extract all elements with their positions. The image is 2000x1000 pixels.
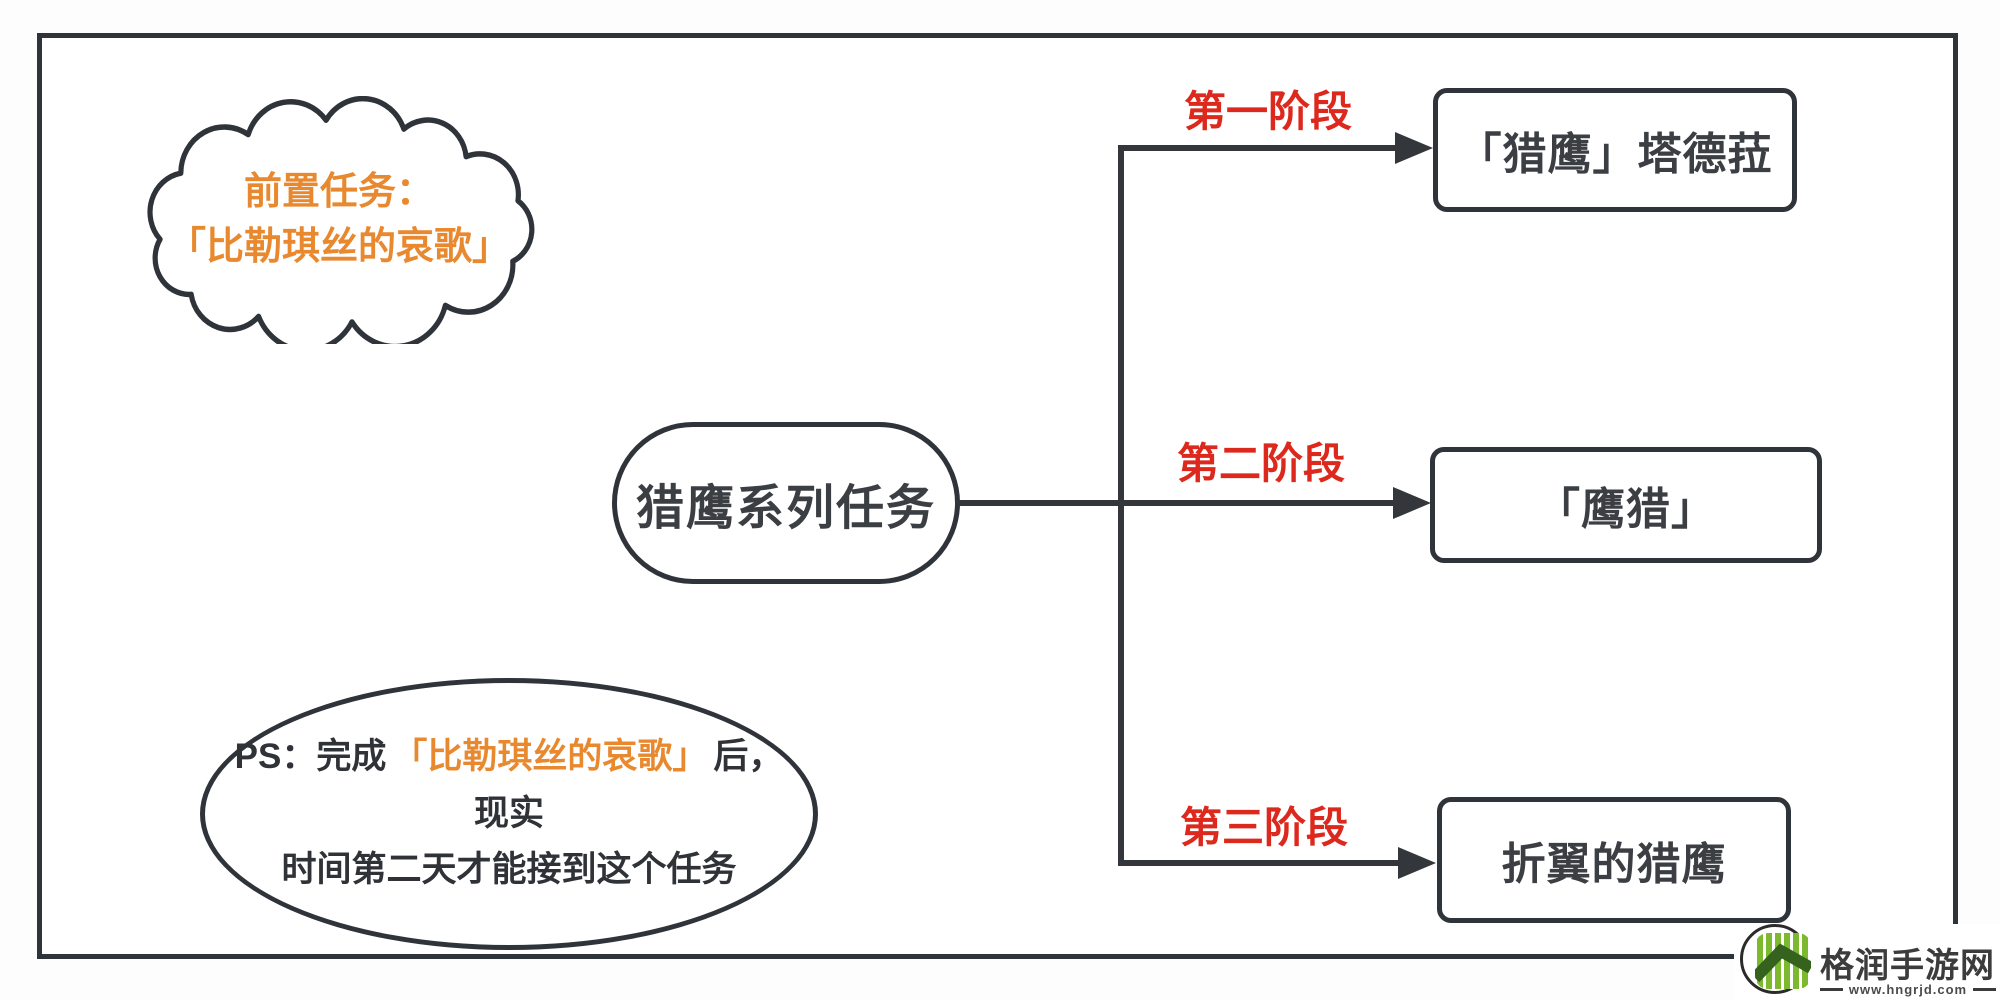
prerequisite-text: 前置任务： 「比勒琪丝的哀歌」: [103, 96, 575, 344]
stage3-quest-box: 折翼的猎鹰: [1437, 797, 1791, 923]
arrow-head-icon: [1393, 487, 1431, 519]
prerequisite-line1: 前置任务：: [243, 170, 434, 213]
stage3-quest-name: 折翼的猎鹰: [1501, 840, 1727, 889]
stage2-quest-box: 「鹰猎」: [1430, 447, 1822, 563]
ps-note-line2: 时间第二天才能接到这个任务: [281, 850, 737, 890]
site-name: 格润手游网: [1820, 947, 1995, 985]
stage1-quest-box: 「猎鹰」塔德菈: [1433, 88, 1797, 212]
arrow-head-icon: [1398, 847, 1436, 879]
divider: [1820, 988, 1843, 991]
site-url: www.hngrjd.com: [1848, 982, 1968, 997]
ps-note-highlight: 「比勒琪丝的哀歌」: [392, 736, 708, 776]
connector-stage3: [1118, 860, 1398, 866]
site-url-row: www.hngrjd.com: [1820, 982, 1996, 997]
stage3-label: 第三阶段: [1179, 804, 1348, 851]
site-watermark: 格润手游网 www.hngrjd.com: [1734, 924, 2000, 1000]
ps-note-ellipse: PS：完成「比勒琪丝的哀歌」后，现实 时间第二天才能接到这个任务: [200, 678, 818, 950]
connector-stage1: [1118, 145, 1396, 151]
prerequisite-cloud: 前置任务： 「比勒琪丝的哀歌」: [103, 96, 575, 344]
stage2-label: 第二阶段: [1176, 440, 1345, 487]
ps-note-line1: PS：完成「比勒琪丝的哀歌」后，现实: [219, 729, 799, 842]
root-quest-node: 猎鹰系列任务: [612, 422, 960, 584]
stage2-quest-name: 「鹰猎」: [1536, 485, 1716, 534]
connector-branch-vertical: [1118, 145, 1124, 866]
ps-note-suffix: 后，现实: [473, 736, 784, 833]
ps-note-prefix: PS：完成: [234, 736, 387, 776]
stage1-label: 第一阶段: [1183, 88, 1352, 135]
arrow-head-icon: [1395, 132, 1433, 164]
connector-main: [955, 500, 1401, 506]
prerequisite-line2: 「比勒琪丝的哀歌」: [167, 226, 510, 268]
site-logo-icon: [1755, 933, 1811, 989]
stage1-quest-name: 「猎鹰」塔德菈: [1457, 130, 1773, 179]
divider: [1973, 988, 1996, 991]
root-quest-label: 猎鹰系列任务: [635, 482, 936, 535]
cloud-icon: [147, 96, 535, 344]
